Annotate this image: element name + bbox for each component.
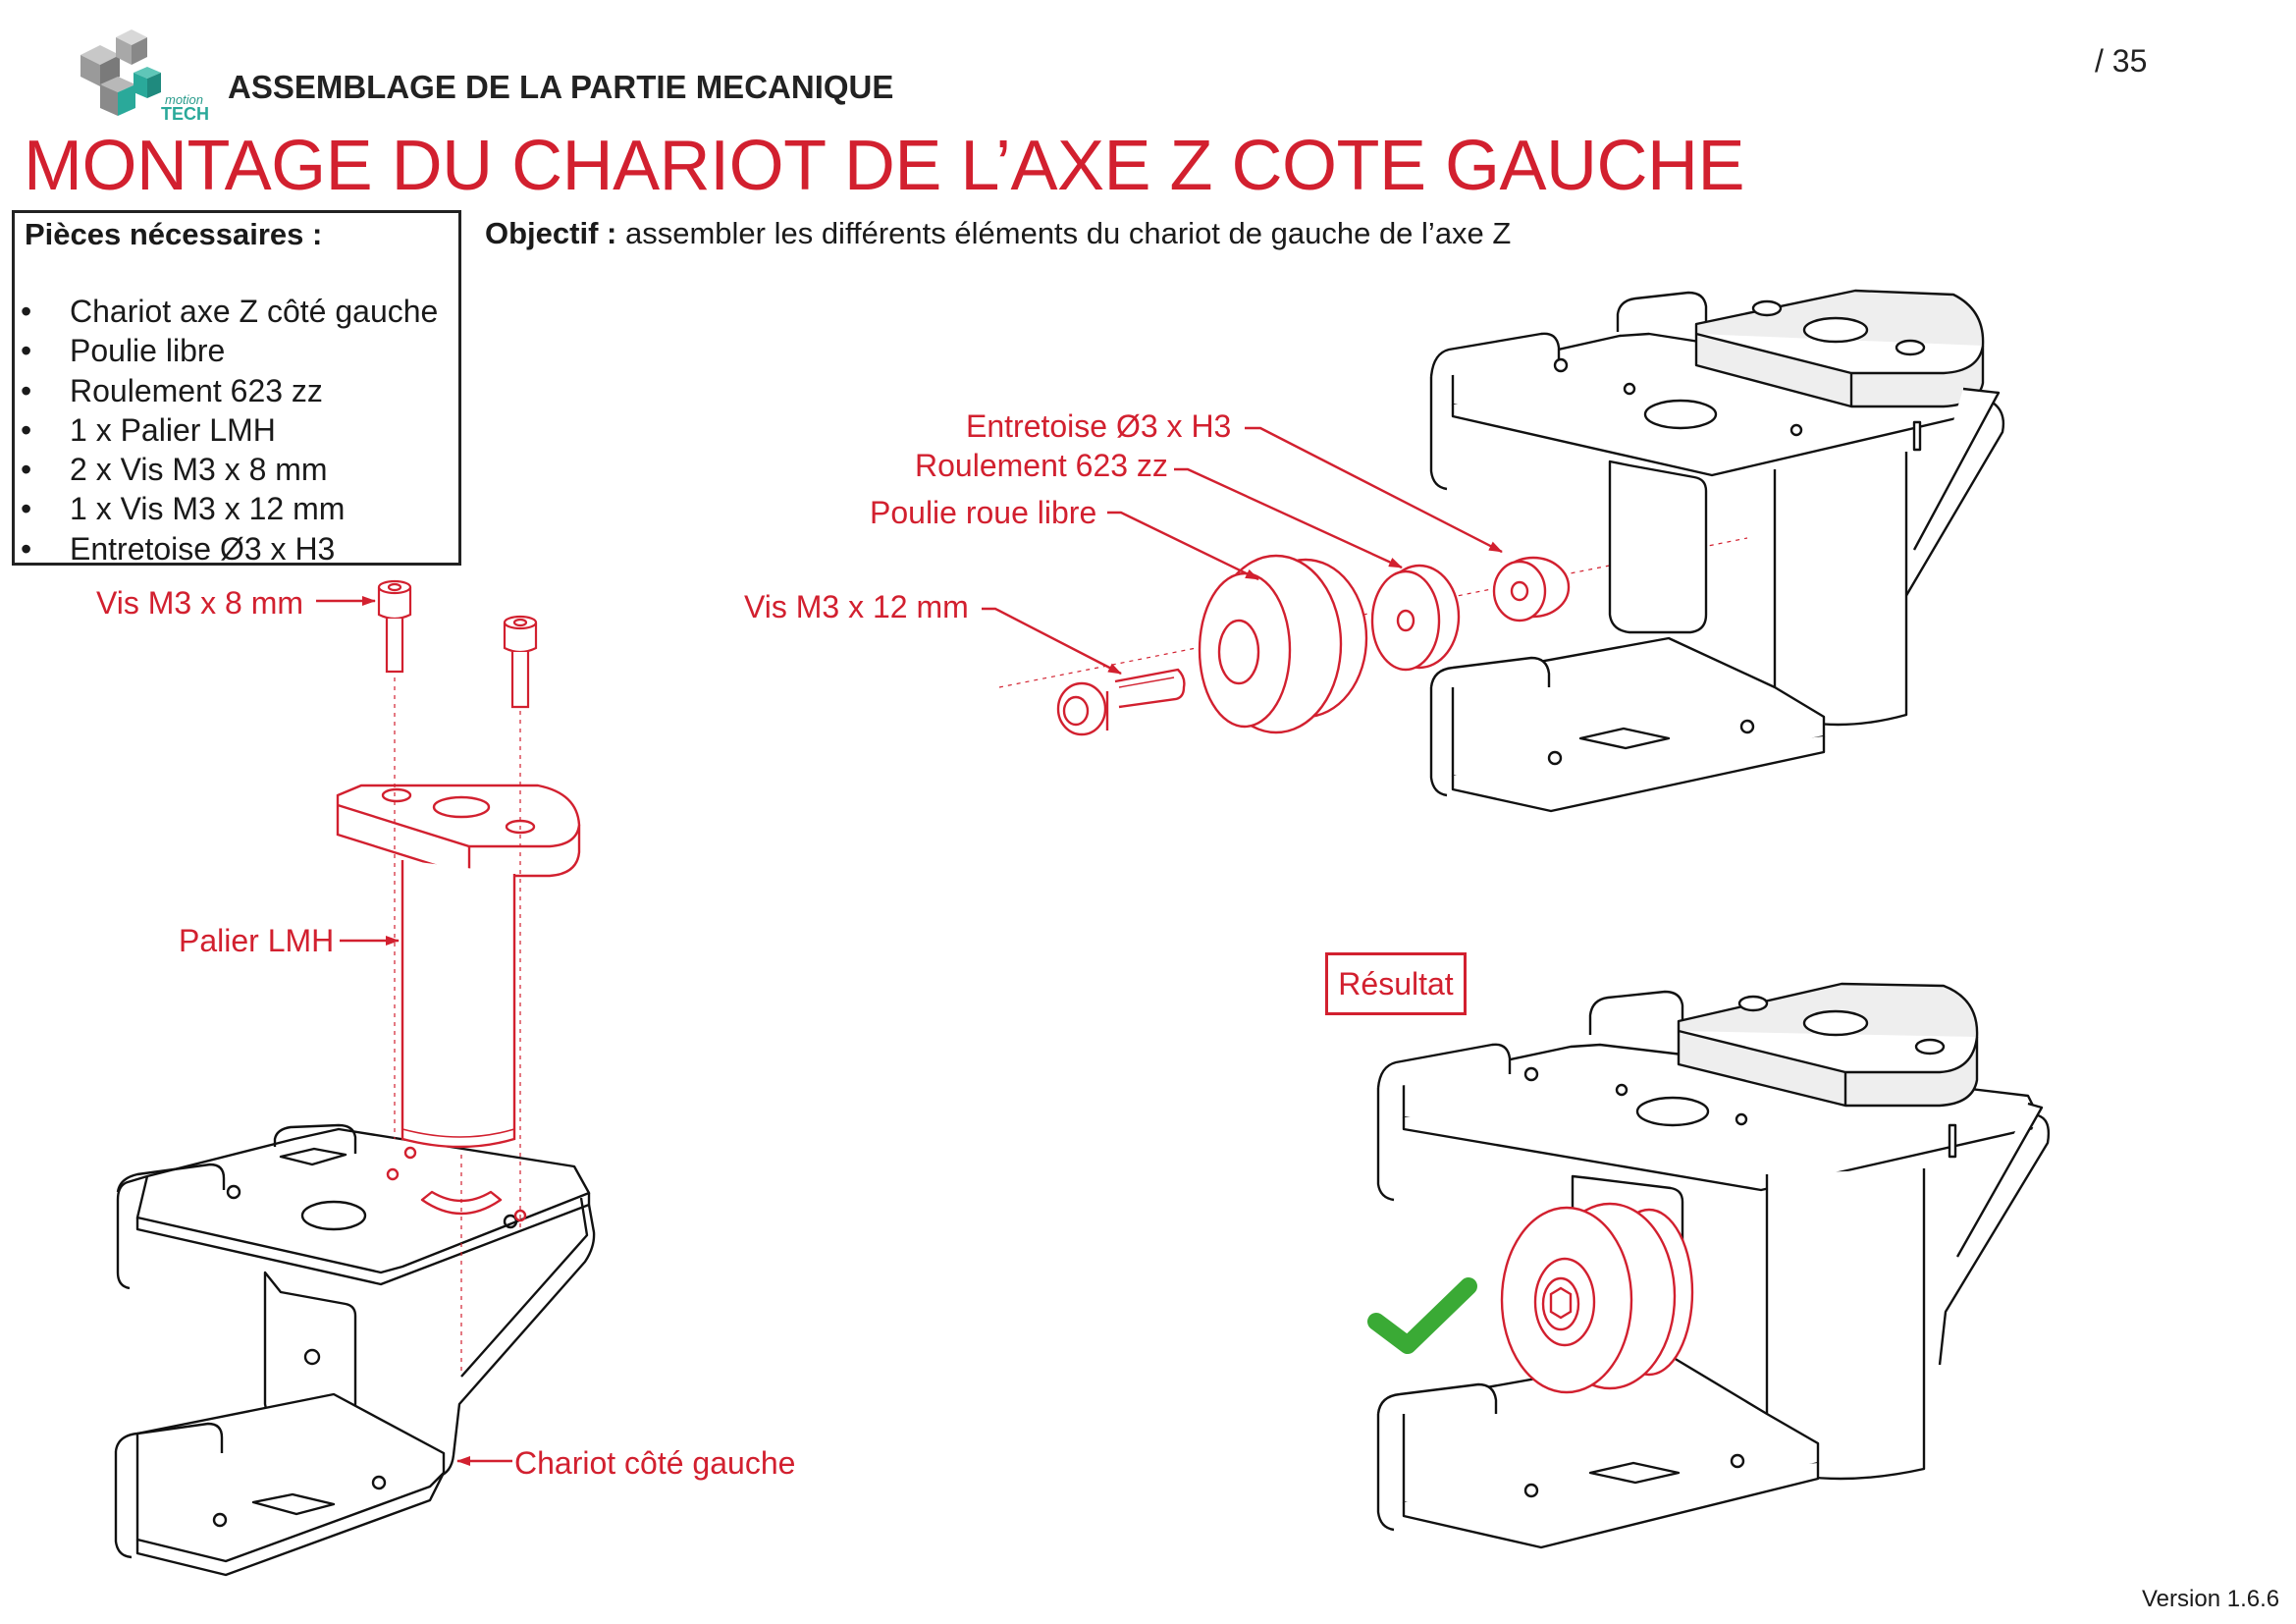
bullet: • (21, 333, 32, 369)
objective-text: assembler les différents éléments du cha… (624, 216, 1512, 250)
objective: Objectif : assembler les différents élém… (485, 216, 1511, 251)
bullet: • (21, 372, 32, 408)
list-item: • Entretoise Ø3 x H3 (15, 529, 458, 568)
part-name: Poulie libre (70, 333, 226, 369)
result-pulley-drawing (1500, 1202, 1694, 1394)
label-roulement: Roulement 623 zz (915, 448, 1168, 483)
bullet: • (21, 452, 32, 488)
parts-list: • Chariot axe Z côté gauche • Poulie libre… (15, 292, 458, 568)
label-entretoise: Entretoise Ø3 x H3 (966, 408, 1232, 444)
section-title: ASSEMBLAGE DE LA PARTIE MECANIQUE (228, 69, 894, 105)
logo-cubes-icon (80, 29, 161, 116)
list-item: • 1 x Palier LMH (15, 410, 458, 450)
motiontech-logo (71, 26, 198, 132)
palier-lmh-drawing (336, 784, 581, 1149)
part-name: Chariot axe Z côté gauche (70, 294, 439, 329)
exploded-parts-drawing (1056, 554, 1571, 736)
version-label: Version 1.6.6 (2142, 1586, 2280, 1612)
part-name: Roulement 623 zz (70, 372, 323, 408)
parts-heading: Pièces nécessaires : (25, 217, 323, 251)
list-item: • Poulie libre (15, 331, 458, 370)
list-item: • Roulement 623 zz (15, 371, 458, 410)
screw-m3x8-drawing (377, 579, 538, 709)
logo-text-motion: motion (165, 92, 204, 107)
list-item: • 1 x Vis M3 x 12 mm (15, 489, 458, 528)
part-name: Entretoise Ø3 x H3 (70, 530, 336, 567)
label-vis-m3-8: Vis M3 x 8 mm (96, 585, 303, 621)
objective-label: Objectif : (485, 216, 617, 250)
bullet: • (21, 491, 32, 527)
parts-list-box: Pièces nécessaires : • Chariot axe Z côté… (12, 210, 461, 568)
part-name: 2 x Vis M3 x 8 mm (70, 452, 328, 488)
result-label: Résultat (1325, 952, 1467, 1015)
bullet: • (21, 530, 32, 567)
label-chariot-cote-gauche: Chariot côté gauche (514, 1445, 796, 1481)
list-item: • Chariot axe Z côté gauche (15, 292, 458, 331)
label-vis-m3-12: Vis M3 x 12 mm (744, 589, 969, 624)
part-name: 1 x Vis M3 x 12 mm (70, 491, 346, 527)
list-item: • 2 x Vis M3 x 8 mm (15, 450, 458, 489)
leader-arrows (316, 426, 1503, 1466)
label-palier-lmh: Palier LMH (179, 923, 335, 958)
page-number: / 35 (2095, 43, 2148, 79)
page-title: MONTAGE DU CHARIOT DE L’AXE Z COTE GAUCH… (24, 127, 1745, 205)
top-right-carriage-drawing (1429, 289, 2005, 813)
logo-text-tech: TECH (161, 104, 209, 124)
result-carriage-drawing (1376, 982, 2051, 1549)
label-poulie: Poulie roue libre (870, 495, 1097, 530)
left-carriage-drawing (114, 1123, 596, 1577)
bullet: • (21, 294, 32, 329)
checkmark-icon (1367, 1277, 1477, 1354)
bullet: • (21, 411, 32, 448)
part-name: 1 x Palier LMH (70, 411, 276, 448)
